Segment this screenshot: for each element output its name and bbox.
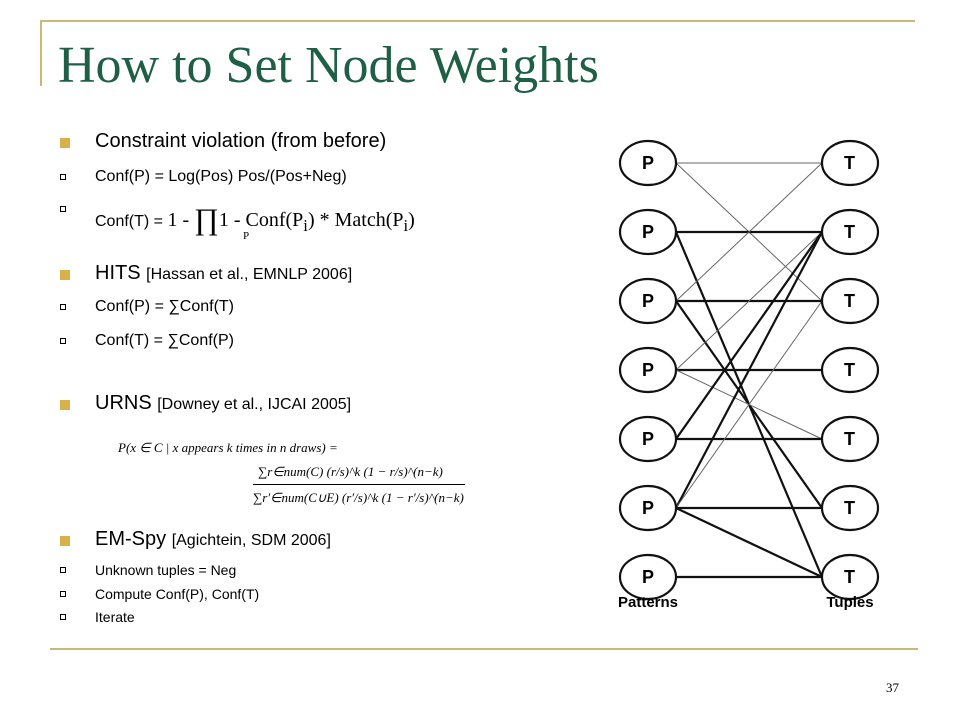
conf-t-formula: 1 - ∏1 - Conf(Pi) * Match(Pi) (167, 203, 415, 236)
tuple-node-3-label: T (844, 291, 855, 311)
hits-citation: [Hassan et al., EMNLP 2006] (146, 266, 353, 283)
hollow-square-bullet-icon (60, 591, 66, 597)
edge-p3-t1 (675, 231, 823, 371)
pattern-node-1-circle (618, 139, 678, 187)
tuple-node-6-circle (820, 484, 880, 532)
pattern-node-3-circle (618, 277, 678, 325)
conf-t-label: Conf(T) = (95, 213, 164, 230)
hollow-square-bullet-icon (60, 174, 66, 180)
hollow-square-bullet-icon (60, 338, 66, 344)
product-index: P (243, 230, 250, 242)
patterns-caption: Patterns (618, 594, 678, 611)
pattern-node-3: P (618, 277, 678, 325)
hollow-square-bullet-icon (60, 614, 66, 620)
emspy-heading: EM-Spy (95, 528, 167, 550)
pattern-node-2-label: P (642, 222, 654, 242)
tuple-node-5: T (820, 415, 880, 463)
tuple-node-4: T (820, 346, 880, 394)
pattern-node-2: P (618, 208, 678, 256)
edge-p5-t1 (675, 231, 823, 509)
pattern-node-4-circle (618, 346, 678, 394)
pattern-node-7-circle (618, 553, 678, 601)
pattern-node-5-label: P (642, 429, 654, 449)
tuple-node-5-circle (820, 415, 880, 463)
pattern-node-4: P (618, 346, 678, 394)
slide-title: How to Set Node Weights (58, 37, 599, 94)
page-number: 37 (886, 680, 899, 695)
pattern-node-3-label: P (642, 291, 654, 311)
tuple-node-3: T (820, 277, 880, 325)
tuple-node-7-circle (820, 553, 880, 601)
tuple-node-2: T (820, 208, 880, 256)
urns-formula: P(x ∈ C | x appears k times in n draws) … (118, 440, 468, 518)
constraint-heading: Constraint violation (from before) (95, 130, 387, 152)
pattern-node-5-circle (618, 415, 678, 463)
urns-citation: [Downey et al., IJCAI 2005] (157, 396, 352, 413)
tuple-node-7: T (820, 553, 880, 601)
tuples-caption: Tuples (826, 594, 873, 611)
pattern-node-6: P (618, 484, 678, 532)
tuple-node-4-circle (820, 346, 880, 394)
pattern-node-6-label: P (642, 498, 654, 518)
pattern-node-1: P (618, 139, 678, 187)
pattern-node-7: P (618, 553, 678, 601)
tuple-node-3-circle (820, 277, 880, 325)
tuple-node-6-label: T (844, 498, 855, 518)
pattern-node-6-circle (618, 484, 678, 532)
graph-nodes: P P P P P P P T T T T T T T (618, 139, 880, 601)
tuple-node-5-label: T (844, 429, 855, 449)
frame-bottom-rule (50, 648, 918, 650)
urns-formula-denominator: ∑r′∈num(C∪E) (r′/s)^k (1 − r′/s)^(n−k) (253, 490, 464, 505)
urns-heading: URNS (95, 392, 152, 414)
square-bullet-icon (60, 536, 70, 546)
edge-p5-t6 (675, 507, 823, 578)
pattern-node-1-label: P (642, 153, 654, 173)
tuple-node-4-label: T (844, 360, 855, 380)
edge-p5-t2 (675, 300, 823, 509)
patterns-tuples-graph: P P P P P P P T T T T T T T Patterns Tuples (618, 139, 880, 611)
hits-heading: HITS (95, 262, 141, 284)
square-bullet-icon (60, 400, 70, 410)
tuple-node-1-circle (820, 139, 880, 187)
pattern-node-7-label: P (642, 567, 654, 587)
tuple-node-2-circle (820, 208, 880, 256)
tuple-node-1-label: T (844, 153, 855, 173)
hollow-square-bullet-icon (60, 206, 66, 212)
hollow-square-bullet-icon (60, 567, 66, 573)
tuple-node-1: T (820, 139, 880, 187)
square-bullet-icon (60, 270, 70, 280)
urns-formula-numerator: ∑r∈num(C) (r/s)^k (1 − r/s)^(n−k) (258, 464, 443, 479)
edge-p2-t0 (675, 162, 823, 302)
tuple-node-2-label: T (844, 222, 855, 242)
frame-top-rule (40, 20, 915, 22)
pattern-node-2-circle (618, 208, 678, 256)
hollow-square-bullet-icon (60, 304, 66, 310)
square-bullet-icon (60, 138, 70, 148)
pattern-node-4-label: P (642, 360, 654, 380)
tuple-node-7-label: T (844, 567, 855, 587)
edge-p4-t1 (675, 231, 823, 440)
urns-formula-lhs: P(x ∈ C | x appears k times in n draws) … (118, 440, 338, 455)
fraction-bar (253, 484, 465, 485)
pattern-node-5: P (618, 415, 678, 463)
tuple-node-6: T (820, 484, 880, 532)
frame-left-rule (40, 20, 42, 86)
graph-edges (674, 162, 824, 579)
emspy-citation: [Agichtein, SDM 2006] (171, 532, 331, 549)
